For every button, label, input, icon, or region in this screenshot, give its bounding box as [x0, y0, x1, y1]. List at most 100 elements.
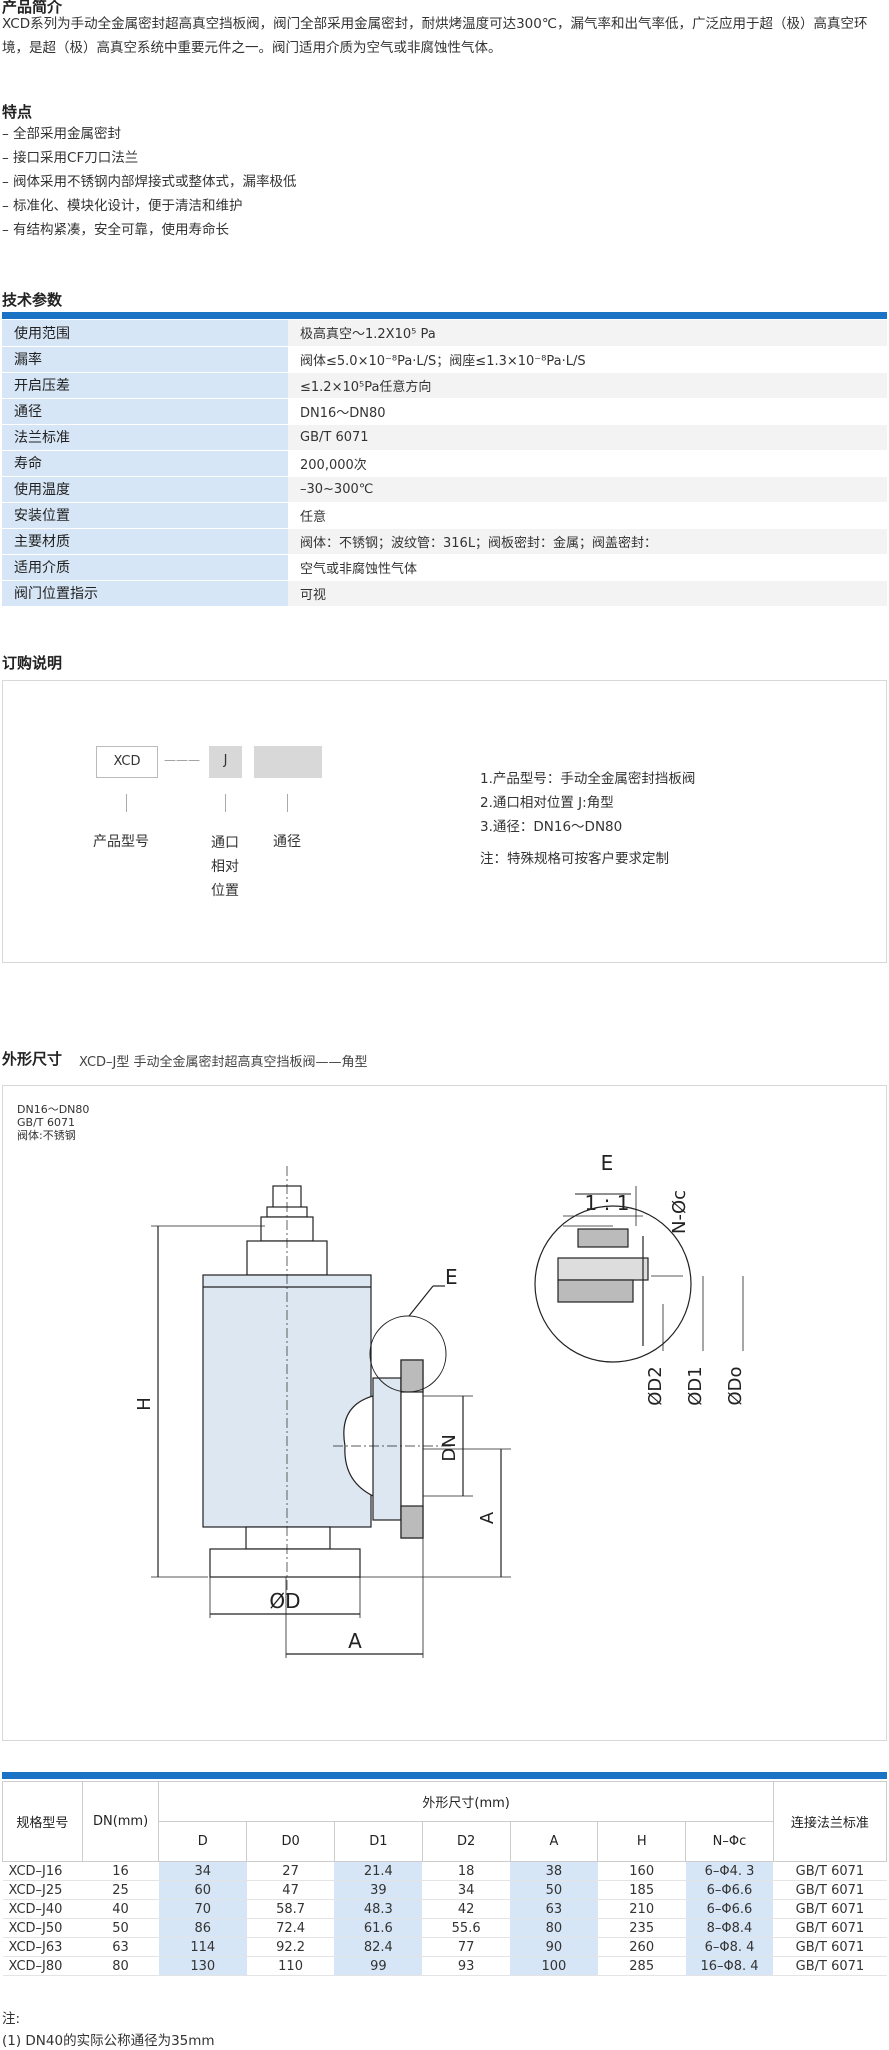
table-cell: 34	[422, 1880, 511, 1900]
table-cell: 60	[158, 1880, 247, 1900]
intro-text: XCD系列为手动全金属密封超高真空挡板阀，阀门全部采用金属密封，耐烘烤温度可达3…	[2, 16, 868, 56]
leader-line	[287, 794, 288, 812]
drawing-info-line: GB/T 6071	[17, 1116, 75, 1129]
table-cell: 93	[422, 1956, 511, 1976]
footnote-title: 注:	[2, 2011, 21, 2027]
order-special-note: 注：特殊规格可按客户要求定制	[480, 851, 669, 867]
header-col: D	[158, 1821, 248, 1862]
table-cell: 63	[82, 1937, 159, 1957]
table-cell: 99	[334, 1956, 423, 1976]
label-od: ØD	[269, 1589, 300, 1613]
drawing-info-line: DN16～DN80	[17, 1103, 90, 1116]
table-row: 使用范围极高真空～1.2X10⁵ Pa	[2, 320, 887, 347]
label-dn: DN	[439, 1434, 460, 1461]
feature-item: – 标准化、模块化设计，便于清洁和维护	[2, 198, 243, 214]
table-cell: 38	[510, 1861, 598, 1881]
table-cell: 58.7	[246, 1899, 335, 1919]
label-od2: ØD2	[645, 1366, 666, 1405]
table-cell: XCD–J80	[2, 1956, 83, 1976]
table-row: 漏率阀体≤5.0×10⁻⁸Pa·L/S；阀座≤1.3×10⁻⁸Pa·L/S	[2, 346, 887, 373]
order-title: 订购说明	[2, 654, 63, 672]
valve-drawing: E 1 : 1 E H DN A ØD A N-Øc ØD2 ØD1 ØDo	[134, 1151, 746, 1658]
table-cell: 6–Φ6.6	[685, 1899, 774, 1919]
table-row: 阀门位置指示可视	[2, 580, 887, 607]
table-row: 使用温度–30~300℃	[2, 476, 887, 503]
table-cell: 55.6	[422, 1918, 511, 1938]
label-scale: 1 : 1	[585, 1191, 630, 1215]
dims-table: 规格型号 DN(mm) 外形尺寸(mm) 连接法兰标准 D D0 D1 D2 A…	[2, 1781, 888, 1976]
table-cell: GB/T 6071	[773, 1918, 887, 1938]
table-cell: 42	[422, 1899, 511, 1919]
label-model: 产品型号	[93, 834, 149, 850]
dims-subtitle: XCD–J型 手动全金属密封超高真空挡板阀——角型	[79, 1055, 368, 1070]
table-row: 主要材质阀体：不锈钢；波纹管：316L；阀板密封：金属；阀盖密封：	[2, 528, 887, 555]
label-e-detail: E	[601, 1151, 614, 1175]
table-cell: 82.4	[334, 1937, 423, 1957]
table-cell: GB/T 6071	[773, 1956, 887, 1976]
model-code-box: XCD	[96, 746, 158, 778]
feature-item: – 全部采用金属密封	[2, 126, 122, 142]
header-dn: DN(mm)	[81, 1781, 160, 1862]
header-model: 规格型号	[2, 1781, 83, 1862]
drawing-info-line: 阀体:不锈钢	[17, 1129, 76, 1142]
header-col: D0	[246, 1821, 335, 1862]
table-cell: 86	[158, 1918, 247, 1938]
table-cell: 92.2	[246, 1937, 335, 1957]
dims-title: 外形尺寸	[2, 1050, 63, 1068]
table-cell: XCD–J40	[2, 1899, 83, 1919]
table-cell: 80	[510, 1918, 598, 1938]
label-port: 通口 相对 位置	[211, 835, 239, 899]
label-h: H	[134, 1397, 155, 1411]
table-row: 安装位置任意	[2, 502, 887, 529]
label-od1: ØD1	[685, 1366, 706, 1405]
table-cell: 16–Φ8. 4	[685, 1956, 774, 1976]
header-col: H	[597, 1821, 687, 1862]
tech-divider	[2, 312, 887, 319]
footnote: 注: (1) DN40的实际公称通径为35mm	[2, 2008, 215, 2050]
drawing-panel: DN16～DN80 GB/T 6071 阀体:不锈钢	[2, 1085, 887, 1741]
table-cell: 70	[158, 1899, 247, 1919]
table-cell: 50	[82, 1918, 159, 1938]
table-cell: 25	[82, 1880, 159, 1900]
code-dash: ———	[164, 753, 200, 767]
header-std: 连接法兰标准	[772, 1781, 888, 1862]
table-cell: 110	[246, 1956, 335, 1976]
intro-title: 产品简介	[2, 0, 63, 16]
table-header-row: D D0 D1 D2 A H N–Φc	[3, 1821, 887, 1862]
table-row: 适用介质空气或非腐蚀性气体	[2, 554, 887, 581]
drawing-info: DN16～DN80 GB/T 6071 阀体:不锈钢	[17, 1103, 89, 1142]
label-dia: 通径	[273, 834, 301, 850]
label-e: E	[445, 1265, 458, 1289]
leader-line	[225, 794, 226, 812]
table-cell: 27	[246, 1861, 335, 1881]
table-cell: GB/T 6071	[773, 1861, 887, 1881]
table-cell: 80	[82, 1956, 159, 1976]
dims-divider	[2, 1772, 887, 1779]
table-row: 开启压差≤1.2×10⁵Pa任意方向	[2, 372, 887, 399]
label-a-horizontal: A	[348, 1629, 362, 1653]
feature-item: – 有结构紧凑，安全可靠，使用寿命长	[2, 222, 230, 238]
table-cell: 185	[597, 1880, 686, 1900]
table-cell: 72.4	[246, 1918, 335, 1938]
table-header-row: 规格型号 DN(mm) 外形尺寸(mm) 连接法兰标准	[2, 1781, 888, 1862]
leader-line	[126, 794, 127, 812]
table-cell: XCD–J63	[2, 1937, 83, 1957]
table-cell: 47	[246, 1880, 335, 1900]
table-cell: 130	[158, 1956, 247, 1976]
header-col: D1	[333, 1821, 423, 1862]
table-cell: 77	[422, 1937, 511, 1957]
footnote-line: (1) DN40的实际公称通径为35mm	[2, 2033, 215, 2049]
table-cell: 235	[597, 1918, 686, 1938]
header-col: N–Φc	[685, 1821, 774, 1862]
features-list: – 全部采用金属密封 – 接口采用CF刀口法兰 – 阀体采用不锈钢内部焊接式或整…	[2, 122, 297, 242]
tech-table: 使用范围极高真空～1.2X10⁵ Pa 漏率阀体≤5.0×10⁻⁸Pa·L/S；…	[2, 320, 887, 607]
order-notes: 1.产品型号：手动全金属密封挡板阀 2.通口相对位置 J:角型 3.通径：DN1…	[480, 767, 695, 871]
header-group: 外形尺寸(mm)	[158, 1781, 774, 1822]
table-cell: XCD–J25	[2, 1880, 83, 1900]
